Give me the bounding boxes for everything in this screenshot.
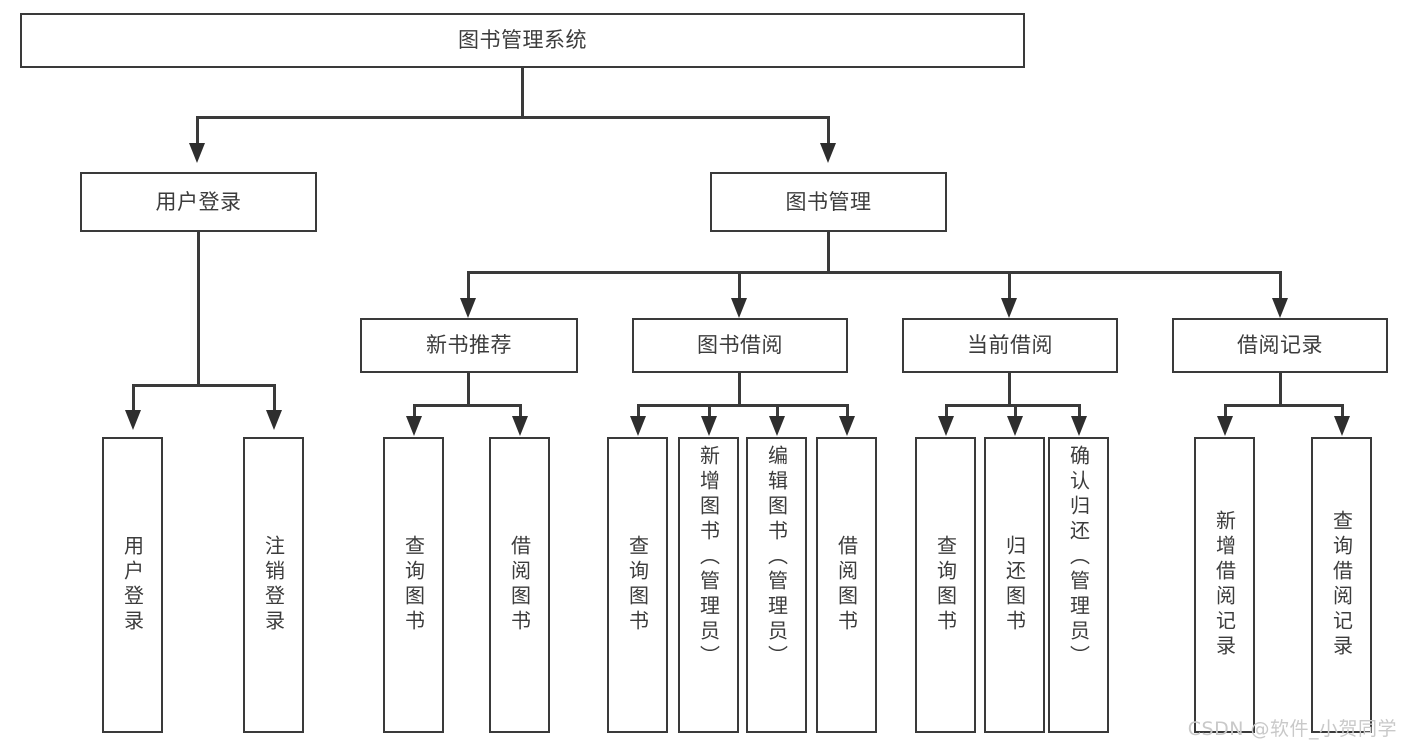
node-label: 查询借阅记录 [1329, 510, 1354, 660]
connector-drop-current-borrow [1008, 271, 1011, 301]
connector-new-book-rec-bus [414, 404, 521, 407]
connector-drop-borrow-book-2 [846, 404, 849, 418]
connector-borrow-record-stem [1279, 373, 1282, 405]
node-label: 新增借阅记录 [1212, 510, 1237, 660]
node-leaf-confirm-return[interactable]: 确认归还（管理员） [1048, 437, 1109, 733]
node-book-borrow[interactable]: 图书借阅 [632, 318, 848, 373]
connector-user-login-bus [133, 384, 276, 387]
node-leaf-query-book-3[interactable]: 查询图书 [915, 437, 976, 733]
node-leaf-borrow-book-2[interactable]: 借阅图书 [816, 437, 877, 733]
node-label: 查询图书 [625, 535, 650, 635]
node-leaf-user-login[interactable]: 用户登录 [102, 437, 163, 733]
arrow-borrow-book-1 [512, 416, 528, 436]
connector-book-borrow-stem [738, 373, 741, 405]
node-leaf-add-book[interactable]: 新增图书（管理员） [678, 437, 739, 733]
connector-root-stem [521, 68, 524, 117]
node-current-borrow[interactable]: 当前借阅 [902, 318, 1118, 373]
arrow-borrow-book-2 [839, 416, 855, 436]
node-label: 当前借阅 [967, 333, 1053, 358]
node-label: 查询图书 [933, 535, 958, 635]
connector-book-borrow-bus [638, 404, 848, 407]
node-label: 确认归还（管理员） [1066, 445, 1091, 670]
connector-drop-user-login [196, 116, 199, 146]
connector-drop-leaf-user-logout [273, 384, 276, 412]
node-leaf-borrow-book-1[interactable]: 借阅图书 [489, 437, 550, 733]
connector-drop-query-book-2 [637, 404, 640, 418]
connector-root-bus [197, 116, 829, 119]
connector-drop-add-record [1224, 404, 1227, 418]
node-label: 编辑图书（管理员） [764, 445, 789, 670]
arrow-return-book [1007, 416, 1023, 436]
node-root-system[interactable]: 图书管理系统 [20, 13, 1025, 68]
node-label: 图书管理 [785, 189, 872, 214]
node-leaf-user-logout[interactable]: 注销登录 [243, 437, 304, 733]
arrow-edit-book [769, 416, 785, 436]
arrow-user-login [189, 143, 205, 163]
connector-drop-query-book-3 [945, 404, 948, 418]
node-label: 注销登录 [261, 535, 286, 635]
node-leaf-add-record[interactable]: 新增借阅记录 [1194, 437, 1255, 733]
arrow-borrow-record [1272, 298, 1288, 318]
node-label: 归还图书 [1002, 535, 1027, 635]
node-label: 借阅记录 [1237, 333, 1323, 358]
connector-drop-borrow-book-1 [519, 404, 522, 418]
arrow-current-borrow [1001, 298, 1017, 318]
connector-drop-query-book-1 [413, 404, 416, 418]
arrow-query-book-3 [938, 416, 954, 436]
connector-book-manage-stem [827, 232, 830, 272]
connector-current-borrow-stem [1008, 373, 1011, 405]
connector-drop-query-record [1341, 404, 1344, 418]
arrow-confirm-return [1071, 416, 1087, 436]
connector-user-login-stem [197, 232, 200, 385]
node-label: 用户登录 [120, 535, 145, 635]
node-label: 新增图书（管理员） [696, 445, 721, 670]
node-leaf-query-record[interactable]: 查询借阅记录 [1311, 437, 1372, 733]
arrow-query-book-1 [406, 416, 422, 436]
arrow-add-book [701, 416, 717, 436]
arrow-add-record [1217, 416, 1233, 436]
node-label: 图书借阅 [697, 333, 783, 358]
node-label: 查询图书 [401, 535, 426, 635]
connector-borrow-record-bus [1225, 404, 1343, 407]
node-label: 用户登录 [155, 189, 242, 214]
connector-drop-leaf-user-login [132, 384, 135, 412]
arrow-query-book-2 [630, 416, 646, 436]
arrow-book-manage [820, 143, 836, 163]
connector-current-borrow-bus [946, 404, 1080, 407]
node-label: 借阅图书 [834, 535, 859, 635]
node-leaf-query-book-1[interactable]: 查询图书 [383, 437, 444, 733]
node-label: 图书管理系统 [458, 28, 587, 53]
connector-drop-book-borrow [738, 271, 741, 301]
connector-drop-confirm-return [1078, 404, 1081, 418]
connector-drop-add-book [708, 404, 711, 418]
connector-new-book-rec-stem [467, 373, 470, 405]
arrow-leaf-user-login [125, 410, 141, 430]
arrow-query-record [1334, 416, 1350, 436]
connector-level3-bus [468, 271, 1282, 274]
connector-drop-borrow-record [1279, 271, 1282, 301]
connector-drop-edit-book [776, 404, 779, 418]
node-book-manage[interactable]: 图书管理 [710, 172, 947, 232]
node-new-book-rec[interactable]: 新书推荐 [360, 318, 578, 373]
node-leaf-query-book-2[interactable]: 查询图书 [607, 437, 668, 733]
node-leaf-return-book[interactable]: 归还图书 [984, 437, 1045, 733]
connector-drop-return-book [1014, 404, 1017, 418]
connector-drop-book-manage [827, 116, 830, 146]
node-label: 新书推荐 [426, 333, 512, 358]
arrow-book-borrow [731, 298, 747, 318]
node-user-login[interactable]: 用户登录 [80, 172, 317, 232]
connector-drop-new-book-rec [467, 271, 470, 301]
node-borrow-record[interactable]: 借阅记录 [1172, 318, 1388, 373]
node-label: 借阅图书 [507, 535, 532, 635]
node-leaf-edit-book[interactable]: 编辑图书（管理员） [746, 437, 807, 733]
arrow-leaf-user-logout [266, 410, 282, 430]
arrow-new-book-rec [460, 298, 476, 318]
